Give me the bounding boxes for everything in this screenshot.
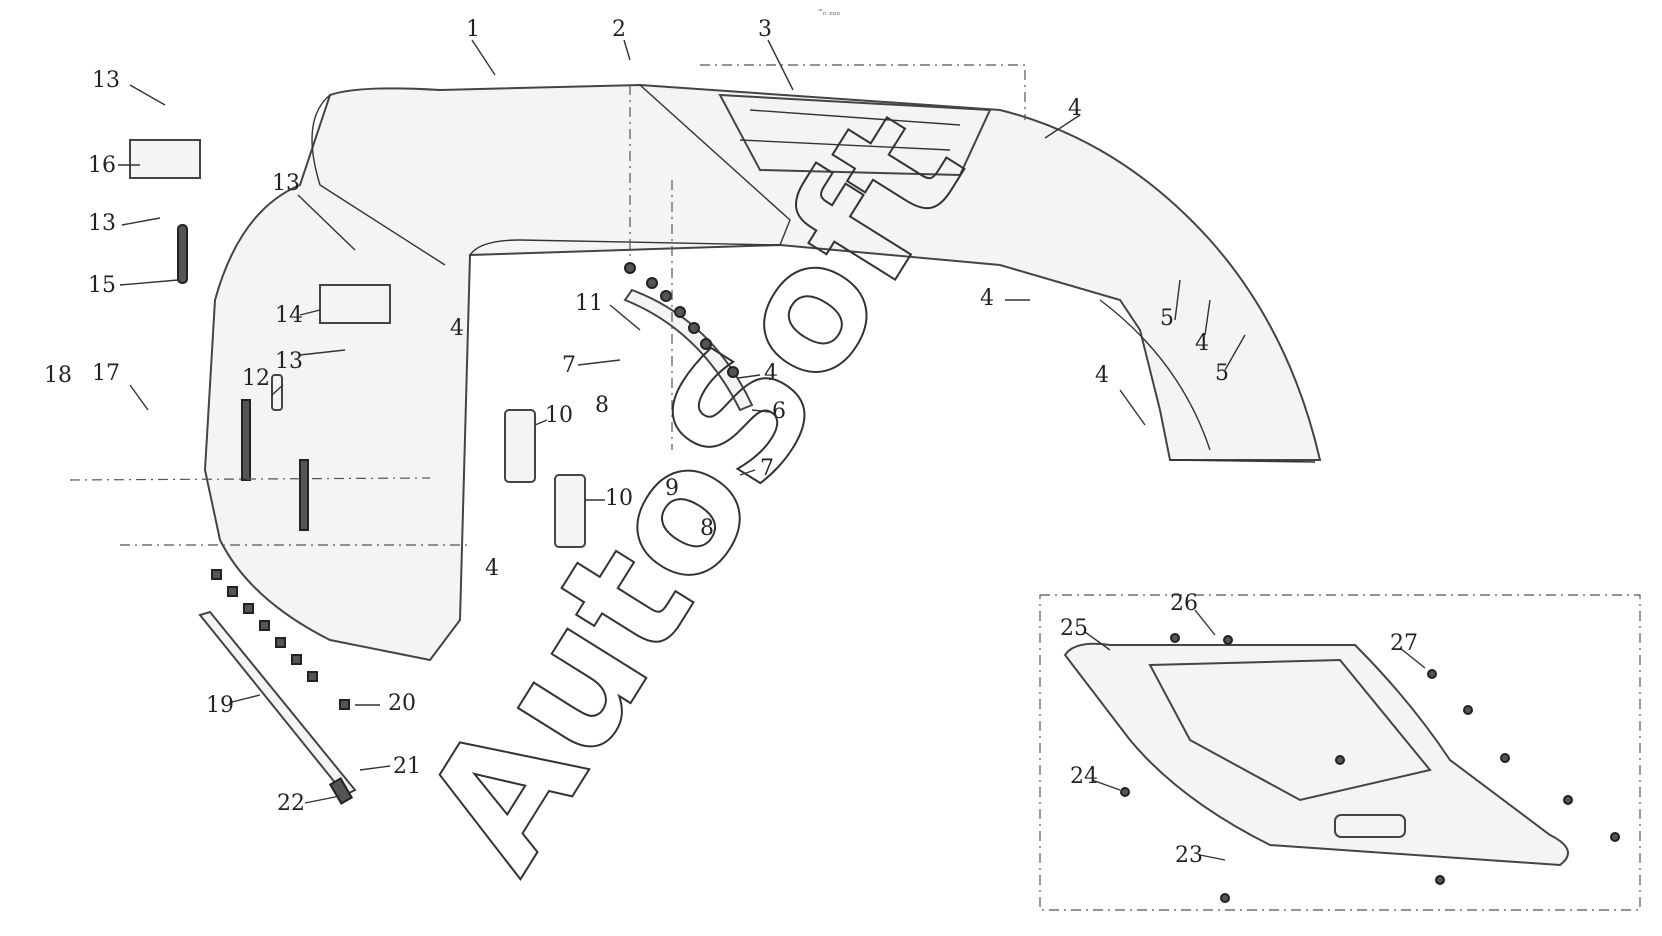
callout-5a: 5 (1160, 306, 1174, 331)
callout-13d: 13 (275, 349, 303, 374)
side-plate-16 (129, 139, 201, 179)
dash-box-3 (700, 64, 1026, 120)
arc-bracket (623, 288, 754, 412)
callout-13c: 13 (272, 171, 300, 196)
callout-8b: 8 (700, 516, 714, 541)
callout-19: 19 (206, 693, 234, 718)
callout-13b: 13 (88, 211, 116, 236)
plug-22 (328, 777, 354, 805)
callout-7a: 7 (562, 353, 576, 378)
callout-4b: 4 (980, 286, 994, 311)
clip-row-20 (211, 569, 350, 710)
callout-26: 26 (1170, 591, 1198, 616)
callout-14: 14 (275, 303, 303, 328)
strip-12b (299, 459, 309, 531)
callout-10b: 10 (605, 486, 633, 511)
callout-12: 12 (242, 366, 270, 391)
callout-1: 1 (466, 17, 480, 42)
strip-12a (241, 399, 251, 481)
callout-8a: 8 (595, 393, 609, 418)
inset-box (1039, 594, 1641, 911)
top-grille-part (718, 93, 992, 177)
leader-lines (118, 39, 1426, 861)
callout-4g: 4 (485, 556, 499, 581)
callout-4f: 4 (450, 316, 464, 341)
callout-7b: 7 (760, 456, 774, 481)
callout-11: 11 (575, 291, 603, 316)
vent-panel-b (554, 474, 586, 548)
header-mark: ⁼ₙ ₒₒₒ (818, 8, 841, 18)
callout-4d: 4 (1095, 363, 1109, 388)
callout-4a: 4 (1068, 96, 1082, 121)
dash-line-a (69, 477, 431, 481)
callout-16: 16 (88, 153, 116, 178)
callout-18: 18 (44, 363, 72, 388)
callout-6: 6 (772, 399, 786, 424)
callout-23: 23 (1175, 843, 1203, 868)
slot-12 (271, 374, 283, 411)
callout-15: 15 (88, 273, 116, 298)
callout-22: 22 (277, 791, 305, 816)
callout-27: 27 (1390, 631, 1418, 656)
main-fender-assembly (203, 83, 1322, 662)
strip-15 (177, 224, 188, 284)
inset-tray-part (1063, 642, 1569, 867)
callout-13a: 13 (92, 68, 120, 93)
callout-2: 2 (612, 17, 626, 42)
callout-4e: 4 (764, 361, 778, 386)
callout-25: 25 (1060, 616, 1088, 641)
screw-row (624, 262, 739, 378)
callout-24: 24 (1070, 764, 1098, 789)
callout-17: 17 (92, 361, 120, 386)
callout-9: 9 (665, 476, 679, 501)
callout-10a: 10 (545, 403, 573, 428)
callout-21: 21 (393, 754, 421, 779)
callout-3: 3 (758, 17, 772, 42)
callout-5b: 5 (1215, 361, 1229, 386)
vent-panel-a (504, 409, 536, 483)
callout-labels: 1 2 3 4 4 4 4 4 4 4 5 5 6 7 7 8 8 9 10 1… (44, 17, 1418, 868)
callout-20: 20 (388, 691, 416, 716)
inset-fasteners (1120, 633, 1620, 903)
side-plate-14 (319, 284, 391, 324)
rail-19 (198, 610, 357, 797)
callout-4c: 4 (1195, 331, 1209, 356)
